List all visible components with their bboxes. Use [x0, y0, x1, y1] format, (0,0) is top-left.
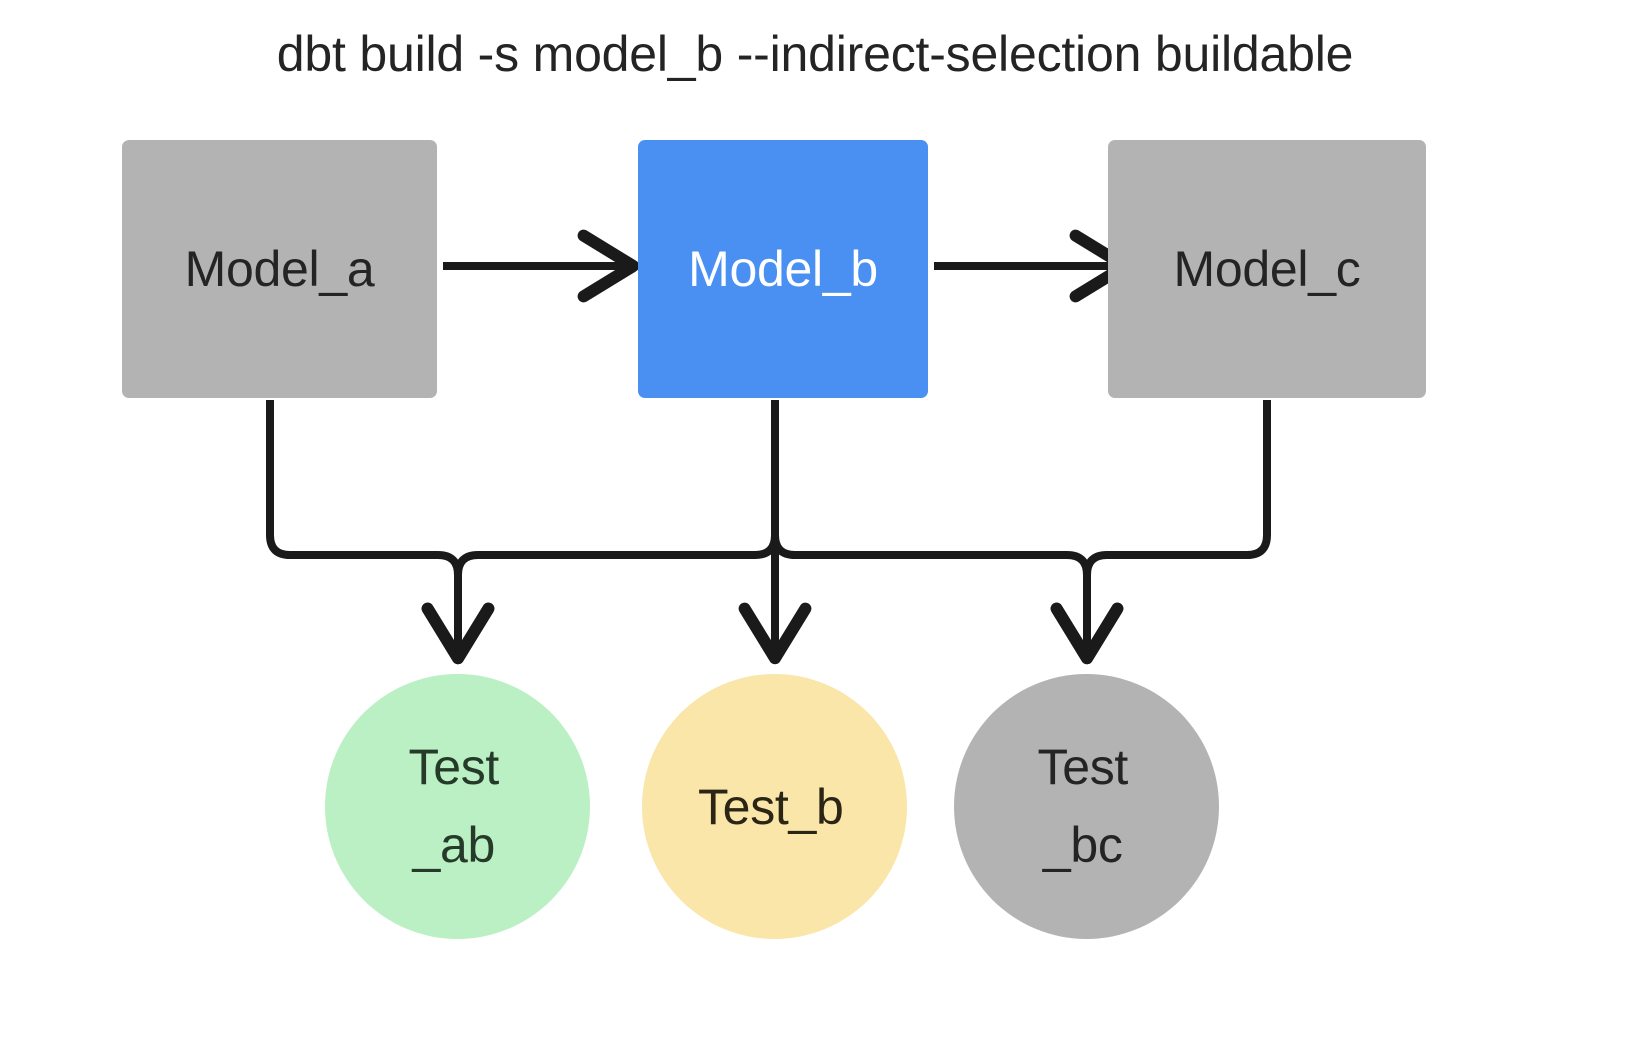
node-test-b[interactable]: Test_b [642, 674, 907, 939]
node-model-c[interactable]: Model_c [1108, 140, 1426, 398]
node-test-b-label: Test_b [697, 778, 844, 835]
edge-model-a-to-test-ab [266, 400, 495, 665]
node-model-a[interactable]: Model_a [122, 140, 437, 398]
node-model-b[interactable]: Model_b [638, 140, 928, 398]
page-title: dbt build -s model_b --indirect-selectio… [276, 26, 1354, 82]
edge-model-b-to-test-bc [771, 400, 1124, 665]
node-test-ab-label-line1: Test [408, 739, 500, 795]
node-test-bc-label-line1: Test [1037, 739, 1129, 795]
node-test-bc-label-line2: _bc [1042, 816, 1123, 873]
node-model-c-label: Model_c [1173, 241, 1361, 297]
edge-model-c-to-test-bc [1050, 400, 1271, 665]
node-test-ab-label-line2: _ab [412, 816, 496, 873]
node-model-a-label: Model_a [184, 241, 375, 297]
node-test-bc[interactable]: Test _bc [954, 674, 1219, 939]
node-model-b-label: Model_b [688, 241, 878, 297]
node-test-ab[interactable]: Test _ab [325, 674, 590, 939]
edge-model-b-to-test-ab [421, 400, 779, 665]
